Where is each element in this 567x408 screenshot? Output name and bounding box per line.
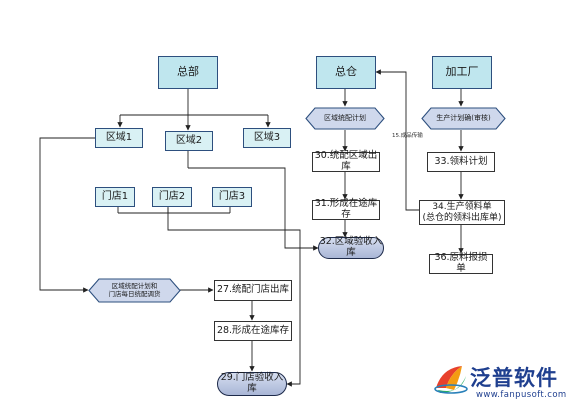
factory-label: 加工厂 (445, 65, 479, 79)
store-3-box: 门店3 (212, 187, 252, 207)
step-31-label: 31.形成在途库存 (314, 198, 378, 220)
step-30-box: 30.统配区域出库 (312, 150, 380, 172)
store-2-box: 门店2 (152, 187, 192, 207)
step-32-terminal: 32.区域验收入库 (318, 236, 384, 259)
general-warehouse-label: 总仓 (335, 65, 357, 79)
step-28-box: 28.形成在途库存 (214, 321, 292, 341)
headquarters-box: 总部 (158, 56, 218, 89)
step-27-label: 27.统配门店出库 (216, 284, 290, 296)
factory-box: 加工厂 (432, 56, 492, 89)
step-27-box: 27.统配门店出库 (214, 280, 292, 301)
store-3-label: 门店3 (218, 191, 246, 203)
step-33-label: 33.领料计划 (434, 155, 488, 167)
store-plan-hexagon: 区域统配计划和 门店每日统配调货 (88, 278, 181, 303)
store-plan-label: 区域统配计划和 门店每日统配调货 (108, 281, 161, 298)
step-33-box: 33.领料计划 (427, 152, 495, 172)
step-28-label: 28.形成在途库存 (216, 324, 290, 336)
production-plan-hexagon: 生产计划确(审核) (421, 107, 506, 130)
region-2-box: 区域2 (165, 131, 213, 151)
step-32-label: 32.区域验收入库 (319, 236, 383, 258)
store-2-label: 门店2 (158, 191, 186, 203)
fanpu-logo-mark-icon (434, 366, 468, 394)
store-1-box: 门店1 (95, 187, 135, 207)
logo-url: www.fanpusoft.com (476, 390, 567, 400)
region-1-box: 区域1 (95, 128, 143, 148)
region-3-box: 区域3 (243, 128, 291, 148)
region-plan-hexagon: 区域统配计划 (305, 107, 385, 130)
logo-name: 泛普软件 (470, 366, 558, 390)
store-1-label: 门店1 (101, 191, 129, 203)
region-1-label: 区域1 (105, 132, 133, 144)
general-warehouse-box: 总仓 (316, 56, 376, 89)
headquarters-label: 总部 (177, 65, 199, 79)
step-36-box: 36.原料报损单 (429, 252, 493, 274)
region-3-label: 区域3 (253, 132, 281, 144)
step-31-box: 31.形成在途库存 (312, 198, 380, 220)
region-plan-label: 区域统配计划 (324, 114, 366, 123)
fanpu-logo: 泛普软件 www.fanpusoft.com (432, 360, 566, 404)
step-29-terminal: 29.门店验收入库 (217, 372, 287, 396)
step-34-label: 34.生产领料单 (总仓的领料出库单) (422, 202, 502, 223)
step-36-label: 36.原料报损单 (434, 252, 488, 274)
finished-goods-edge-label: 15.成品传输 (392, 133, 423, 139)
step-30-label: 30.统配区域出库 (314, 150, 378, 172)
production-plan-label: 生产计划确(审核) (436, 114, 491, 123)
step-29-label: 29.门店验收入库 (220, 372, 284, 394)
step-34-box: 34.生产领料单 (总仓的领料出库单) (419, 200, 505, 225)
region-2-label: 区域2 (175, 135, 203, 147)
